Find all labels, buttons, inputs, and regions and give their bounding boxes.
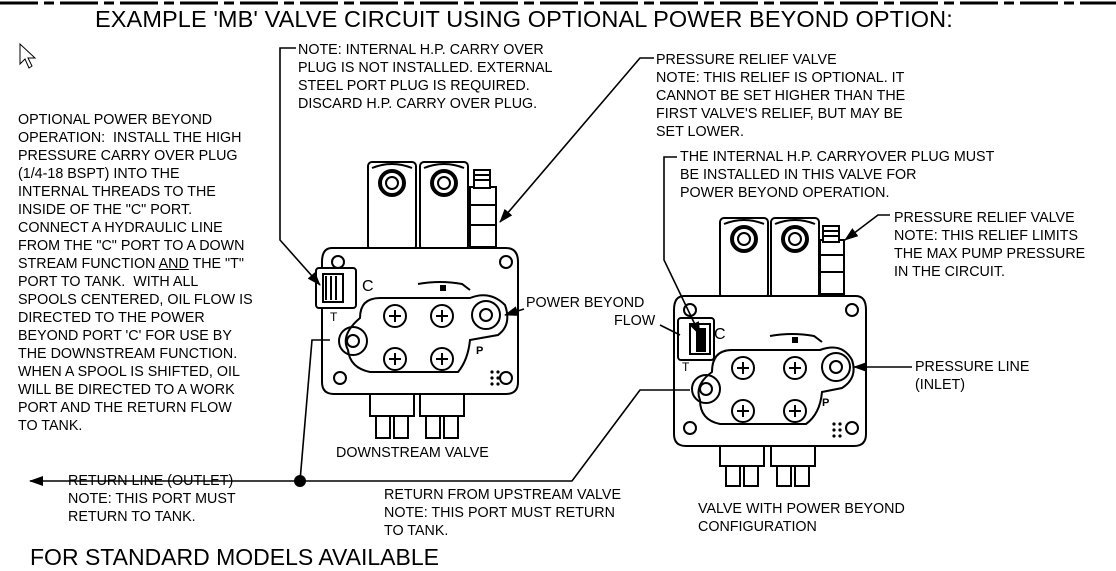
note-line: RETURN FROM UPSTREAM VALVE bbox=[384, 487, 621, 503]
port-t-label: T bbox=[682, 360, 690, 374]
note-line: INTERNAL THREADS TO THE bbox=[18, 184, 216, 200]
port-dot-cluster bbox=[490, 370, 842, 438]
power-beyond-flow-label: POWER BEYOND bbox=[526, 295, 645, 311]
note-line: NOTE: INTERNAL H.P. CARRY OVER bbox=[298, 42, 544, 58]
return-junction-dot bbox=[294, 475, 306, 487]
note-line: STEEL PORT PLUG IS REQUIRED. bbox=[298, 78, 530, 94]
note-line: DIRECTED TO THE POWER bbox=[18, 310, 205, 326]
pressure-line-label: (INLET) bbox=[915, 377, 966, 393]
power-beyond-valve-body bbox=[673, 217, 867, 487]
note-line: OPTIONAL POWER BEYOND bbox=[18, 112, 213, 128]
note-line: STREAM FUNCTION AND THE "T" bbox=[18, 255, 244, 273]
note-line: WHEN A SPOOL IS SHIFTED, OIL bbox=[18, 364, 240, 380]
note-line: OPERATION: INSTALL THE HIGH bbox=[18, 130, 242, 146]
note-line: (1/4-18 BSPT) INTO THE bbox=[18, 166, 180, 182]
note-line: FIRST VALVE'S RELIEF, BUT MAY BE bbox=[656, 106, 903, 122]
note-line: PRESSURE RELIEF VALVE bbox=[656, 52, 837, 68]
note-line: SET LOWER. bbox=[656, 124, 744, 140]
note-line: TO TANK. bbox=[18, 418, 83, 434]
note-line: POWER BEYOND OPERATION. bbox=[680, 185, 890, 201]
note-line: BE INSTALLED IN THIS VALVE FOR bbox=[680, 167, 917, 183]
power-beyond-valve-label: VALVE WITH POWER BEYOND bbox=[698, 501, 905, 517]
port-c-label: C bbox=[362, 278, 374, 295]
port-c-label: C bbox=[714, 326, 726, 343]
note-line: BEYOND PORT 'C' FOR USE BY bbox=[18, 328, 232, 344]
note-line: CONNECT A HYDRAULIC LINE bbox=[18, 220, 223, 236]
note-line: IN THE CIRCUIT. bbox=[894, 264, 1005, 280]
note-line: SPOOLS CENTERED, OIL FLOW IS bbox=[18, 292, 253, 308]
note-line: FROM THE "C" PORT TO A DOWN bbox=[18, 238, 245, 254]
note-line: PORT TO TANK. WITH ALL bbox=[18, 274, 199, 290]
page-title: EXAMPLE 'MB' VALVE CIRCUIT USING OPTIONA… bbox=[95, 6, 953, 32]
note-line-part: STREAM FUNCTION bbox=[18, 256, 159, 272]
note-line: DISCARD H.P. CARRY OVER PLUG. bbox=[298, 96, 538, 112]
note-line: THE DOWNSTREAM FUNCTION. bbox=[18, 346, 238, 362]
note-line: PLUG IS NOT INSTALLED. EXTERNAL bbox=[298, 60, 553, 76]
note-line: WILL BE DIRECTED TO A WORK bbox=[18, 382, 235, 398]
port-p-label: P bbox=[476, 345, 484, 357]
note-line-underlined: AND bbox=[158, 256, 189, 272]
note-line: RETURN LINE (OUTLET) bbox=[68, 473, 234, 489]
downstream-valve-body bbox=[315, 161, 519, 439]
port-p-label: P bbox=[822, 397, 830, 409]
mouse-cursor-icon bbox=[19, 42, 37, 69]
port-t-label: T bbox=[330, 310, 338, 324]
note-line: NOTE: THIS PORT MUST bbox=[68, 491, 236, 507]
footer-partial-heading: FOR STANDARD MODELS AVAILABLE bbox=[30, 544, 439, 570]
power-beyond-flow-label: FLOW bbox=[614, 313, 656, 329]
pressure-line-label: PRESSURE LINE bbox=[915, 359, 1030, 375]
note-line: RETURN TO TANK. bbox=[68, 509, 196, 525]
note-line: THE INTERNAL H.P. CARRYOVER PLUG MUST bbox=[680, 149, 995, 165]
downstream-valve-label: DOWNSTREAM VALVE bbox=[336, 445, 489, 461]
note-line: PORT AND THE RETURN FLOW bbox=[18, 400, 232, 416]
note-line: NOTE: THIS RELIEF IS OPTIONAL. IT bbox=[656, 70, 905, 86]
pb-detail-mark bbox=[792, 337, 798, 343]
note-line: NOTE: THIS PORT MUST RETURN bbox=[384, 505, 615, 521]
note-line: TO TANK. bbox=[384, 523, 449, 539]
internal-hp-plug-mark bbox=[696, 328, 706, 352]
note-line: PRESSURE CARRY OVER PLUG bbox=[18, 148, 238, 164]
downstream-detail-mark bbox=[440, 285, 446, 291]
note-line: PRESSURE RELIEF VALVE bbox=[894, 210, 1075, 226]
note-line: NOTE: THIS RELIEF LIMITS bbox=[894, 228, 1079, 244]
leader-lines bbox=[29, 47, 912, 486]
note-line: CANNOT BE SET HIGHER THAN THE bbox=[656, 88, 906, 104]
power-beyond-valve-label: CONFIGURATION bbox=[698, 519, 817, 535]
note-line: INSIDE OF THE "C" PORT. bbox=[18, 202, 193, 218]
note-line: THE MAX PUMP PRESSURE bbox=[894, 246, 1086, 262]
note-line-part: THE "T" bbox=[188, 256, 244, 272]
